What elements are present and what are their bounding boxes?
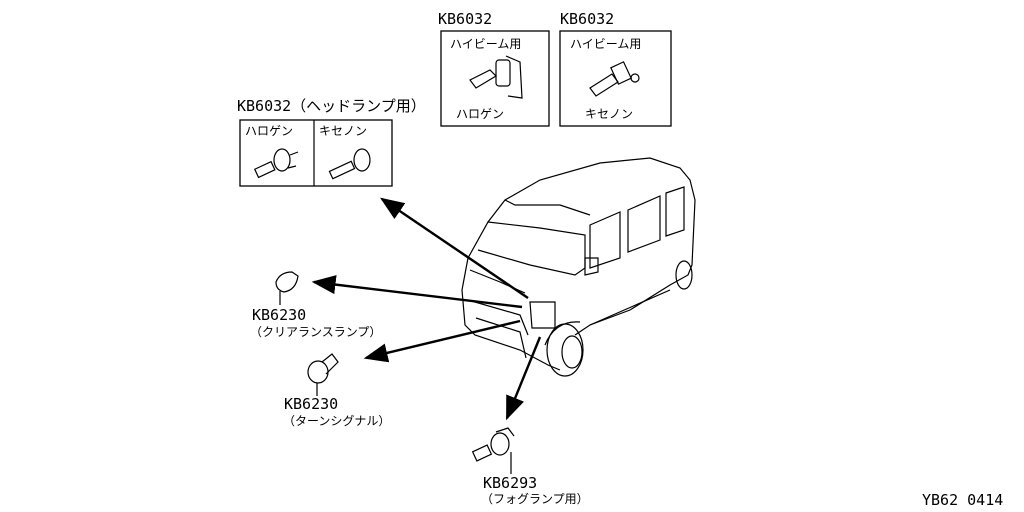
highbeam-halogen-bulb-icon	[469, 55, 523, 99]
clearance-part-label: KB6230	[252, 306, 306, 324]
arrow-fog	[505, 336, 542, 421]
turn-signal-part-label: KB6230	[284, 395, 338, 413]
turn-signal-bulb-icon	[307, 353, 339, 396]
van-illustration	[461, 157, 696, 377]
clearance-desc: （クリアランスランプ）	[250, 325, 381, 339]
highbeam-xenon-part-label: KB6032	[560, 10, 614, 28]
arrow-clearance	[311, 275, 523, 309]
turn-signal-desc: （ターンシグナル）	[283, 414, 390, 428]
headlamp-xenon-label: キセノン	[319, 124, 367, 138]
arrow-headlamp	[380, 197, 529, 299]
headlamp-part-label: KB6032（ヘッドランプ用）	[237, 97, 426, 115]
fog-desc: （フォグランプ用）	[481, 492, 589, 506]
highbeam-xenon-bulb-icon	[589, 61, 640, 97]
fog-bulb-icon	[471, 427, 515, 474]
clearance-bulb-icon	[275, 271, 299, 305]
highbeam-xenon-type: キセノン	[585, 107, 633, 121]
arrow-turn-signal	[363, 319, 521, 363]
highbeam-halogen-use: ハイビーム用	[450, 37, 521, 51]
headlamp-halogen-label: ハロゲン	[245, 124, 293, 138]
fog-part-label: KB6293	[483, 474, 537, 492]
diagram-code: YB62 0414	[922, 491, 1003, 509]
highbeam-halogen-part-label: KB6032	[438, 10, 492, 28]
highbeam-halogen-type: ハロゲン	[456, 107, 504, 121]
halogen-bulb-icon	[253, 148, 299, 179]
highbeam-xenon-use: ハイビーム用	[570, 37, 641, 51]
headlamp-box	[239, 119, 393, 187]
xenon-bulb-icon	[328, 148, 371, 180]
highbeam-halogen-box	[440, 30, 550, 127]
